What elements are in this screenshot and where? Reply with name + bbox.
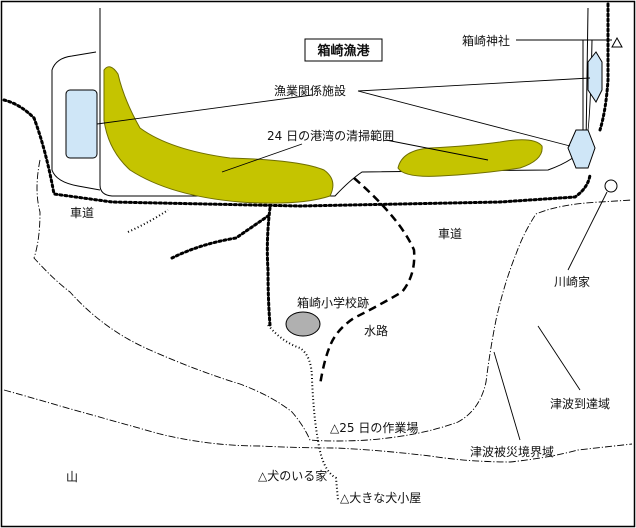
label-dog-house: △犬のいる家 [258, 468, 327, 483]
label-cleanup-area: 24 日の港湾の清掃範囲 [267, 128, 394, 143]
label-tsunami-reach: 津波到達域 [550, 397, 610, 411]
disaster-boundary-line [3, 389, 633, 463]
leader-facility-east-lower [357, 90, 571, 147]
kawasaki-house-marker [604, 179, 618, 193]
title-box [304, 38, 383, 62]
label-road-left: 車道 [70, 206, 94, 220]
label-mountain: 山 [66, 470, 78, 484]
cleanup-area-west [103, 66, 334, 204]
school-ruins-marker [285, 311, 321, 337]
facility-east-upper [587, 51, 603, 103]
facility-east-lower [567, 129, 596, 169]
road-west-spur [170, 214, 270, 260]
label-waterway: 水路 [364, 323, 388, 338]
road-east-vertical [598, 2, 610, 132]
leader-tsunami-reach [537, 325, 581, 391]
label-disaster-boundary: 津波被災境界域 [470, 444, 554, 459]
cleanup-area-east [397, 139, 543, 177]
leader-disaster-boundary [493, 351, 521, 441]
label-work-site: △25 日の作業場 [330, 421, 418, 435]
quay-outline [51, 51, 97, 100]
label-school-ruins: 箱崎小学校跡 [297, 295, 369, 310]
quay-outline-lower [51, 100, 101, 191]
label-kawasaki-house: 川崎家 [554, 274, 590, 289]
label-big-kennel: △大きな犬小屋 [340, 491, 421, 505]
leader-cleanup-east [385, 139, 489, 161]
road-main [2, 98, 592, 208]
waterway-line [318, 177, 416, 386]
tsunami-reach-line [33, 159, 633, 442]
label-fishery-facility: 漁業関係施設 [274, 83, 346, 98]
shrine-marker [611, 36, 623, 48]
leader-facility-west [96, 94, 313, 125]
leader-cleanup-west [221, 143, 303, 173]
road-south-branch [265, 206, 272, 327]
label-shrine: 箱崎神社 [462, 33, 510, 48]
facility-west [65, 89, 98, 159]
lane-west-small [127, 209, 169, 233]
map-title: 箱崎漁港 [317, 43, 370, 59]
leader-facility-east-upper [357, 77, 591, 92]
leader-kawasaki [567, 191, 608, 271]
label-road-right: 車道 [438, 227, 462, 241]
